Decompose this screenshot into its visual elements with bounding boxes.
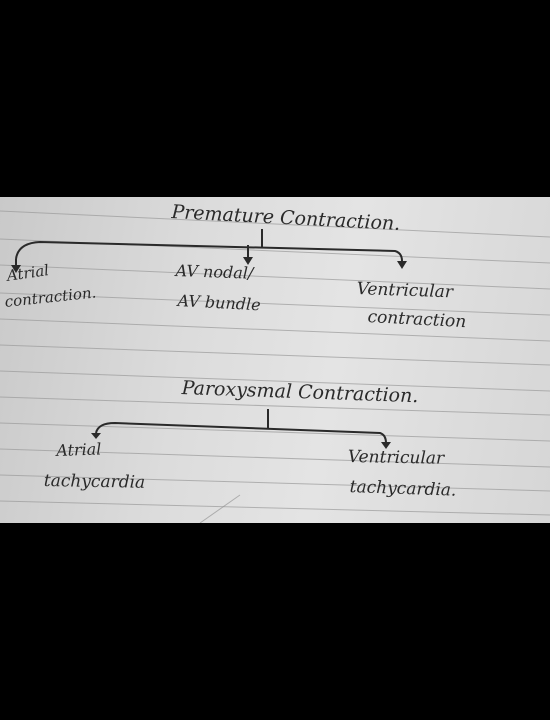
paroxysmal-branch-1-line-1: Atrial bbox=[55, 439, 102, 460]
paroxysmal-branch-2-line-1: Ventricular bbox=[347, 447, 445, 469]
paroxysmal-branch-1-line-2: tachycardia bbox=[43, 471, 146, 493]
paroxysmal-branch-2-line-2: tachycardia. bbox=[349, 477, 457, 501]
premature-branch-3-line-1: Ventricular bbox=[356, 279, 454, 303]
notebook-page-photo: Premature Contraction. Atrial contractio… bbox=[0, 197, 550, 523]
premature-branch-2-line-1: AV nodal/ bbox=[175, 261, 254, 283]
premature-branch-2-line-2: AV bundle bbox=[177, 291, 262, 315]
tree-arrows bbox=[11, 229, 407, 449]
